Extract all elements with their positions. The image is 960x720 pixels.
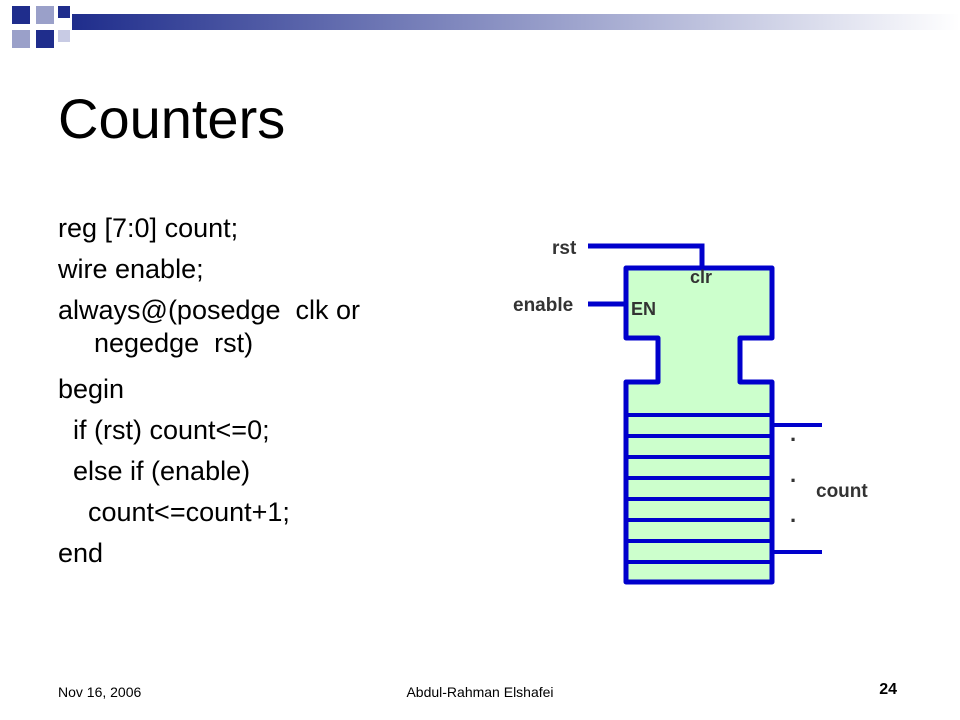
header-gradient-bar [72,14,960,30]
clr-label: clr [690,267,712,287]
rst-label: rst [552,238,577,259]
page-number: 24 [879,681,897,698]
slide-title: Counters [58,87,286,150]
count-label: count [816,481,868,502]
rst-wire [588,243,705,268]
code-block: reg [7:0] count; wire enable; always@(po… [58,208,458,574]
code-line: negedge rst) [94,328,254,358]
header-square [12,30,30,48]
code-line: wire enable; [58,254,204,284]
header-square [36,30,54,48]
code-line: reg [7:0] count; [58,213,239,243]
ellipsis-dot: . [790,502,796,527]
register-stages [626,413,772,564]
header-square [12,6,30,24]
header-square [58,6,70,18]
code-line: always@(posedge clk or [58,295,361,325]
header-decoration [12,6,960,48]
code-line: end [58,538,104,568]
header-square [36,6,54,24]
code-line: if (rst) count<=0; [58,415,270,445]
code-line: count<=count+1; [58,497,290,527]
footer-date: Nov 16, 2006 [58,684,142,700]
en-label: EN [631,299,656,319]
ellipsis-dot: . [790,421,796,446]
code-line: begin [58,374,125,404]
counter-diagram: rst clr enable EN count . . . [513,238,868,585]
ellipsis-dot: . [790,462,796,487]
enable-label: enable [513,295,573,316]
code-line: else if (enable) [58,456,251,486]
footer-author: Abdul-Rahman Elshafei [406,684,554,700]
header-square [58,30,70,42]
counter-block [623,265,775,585]
